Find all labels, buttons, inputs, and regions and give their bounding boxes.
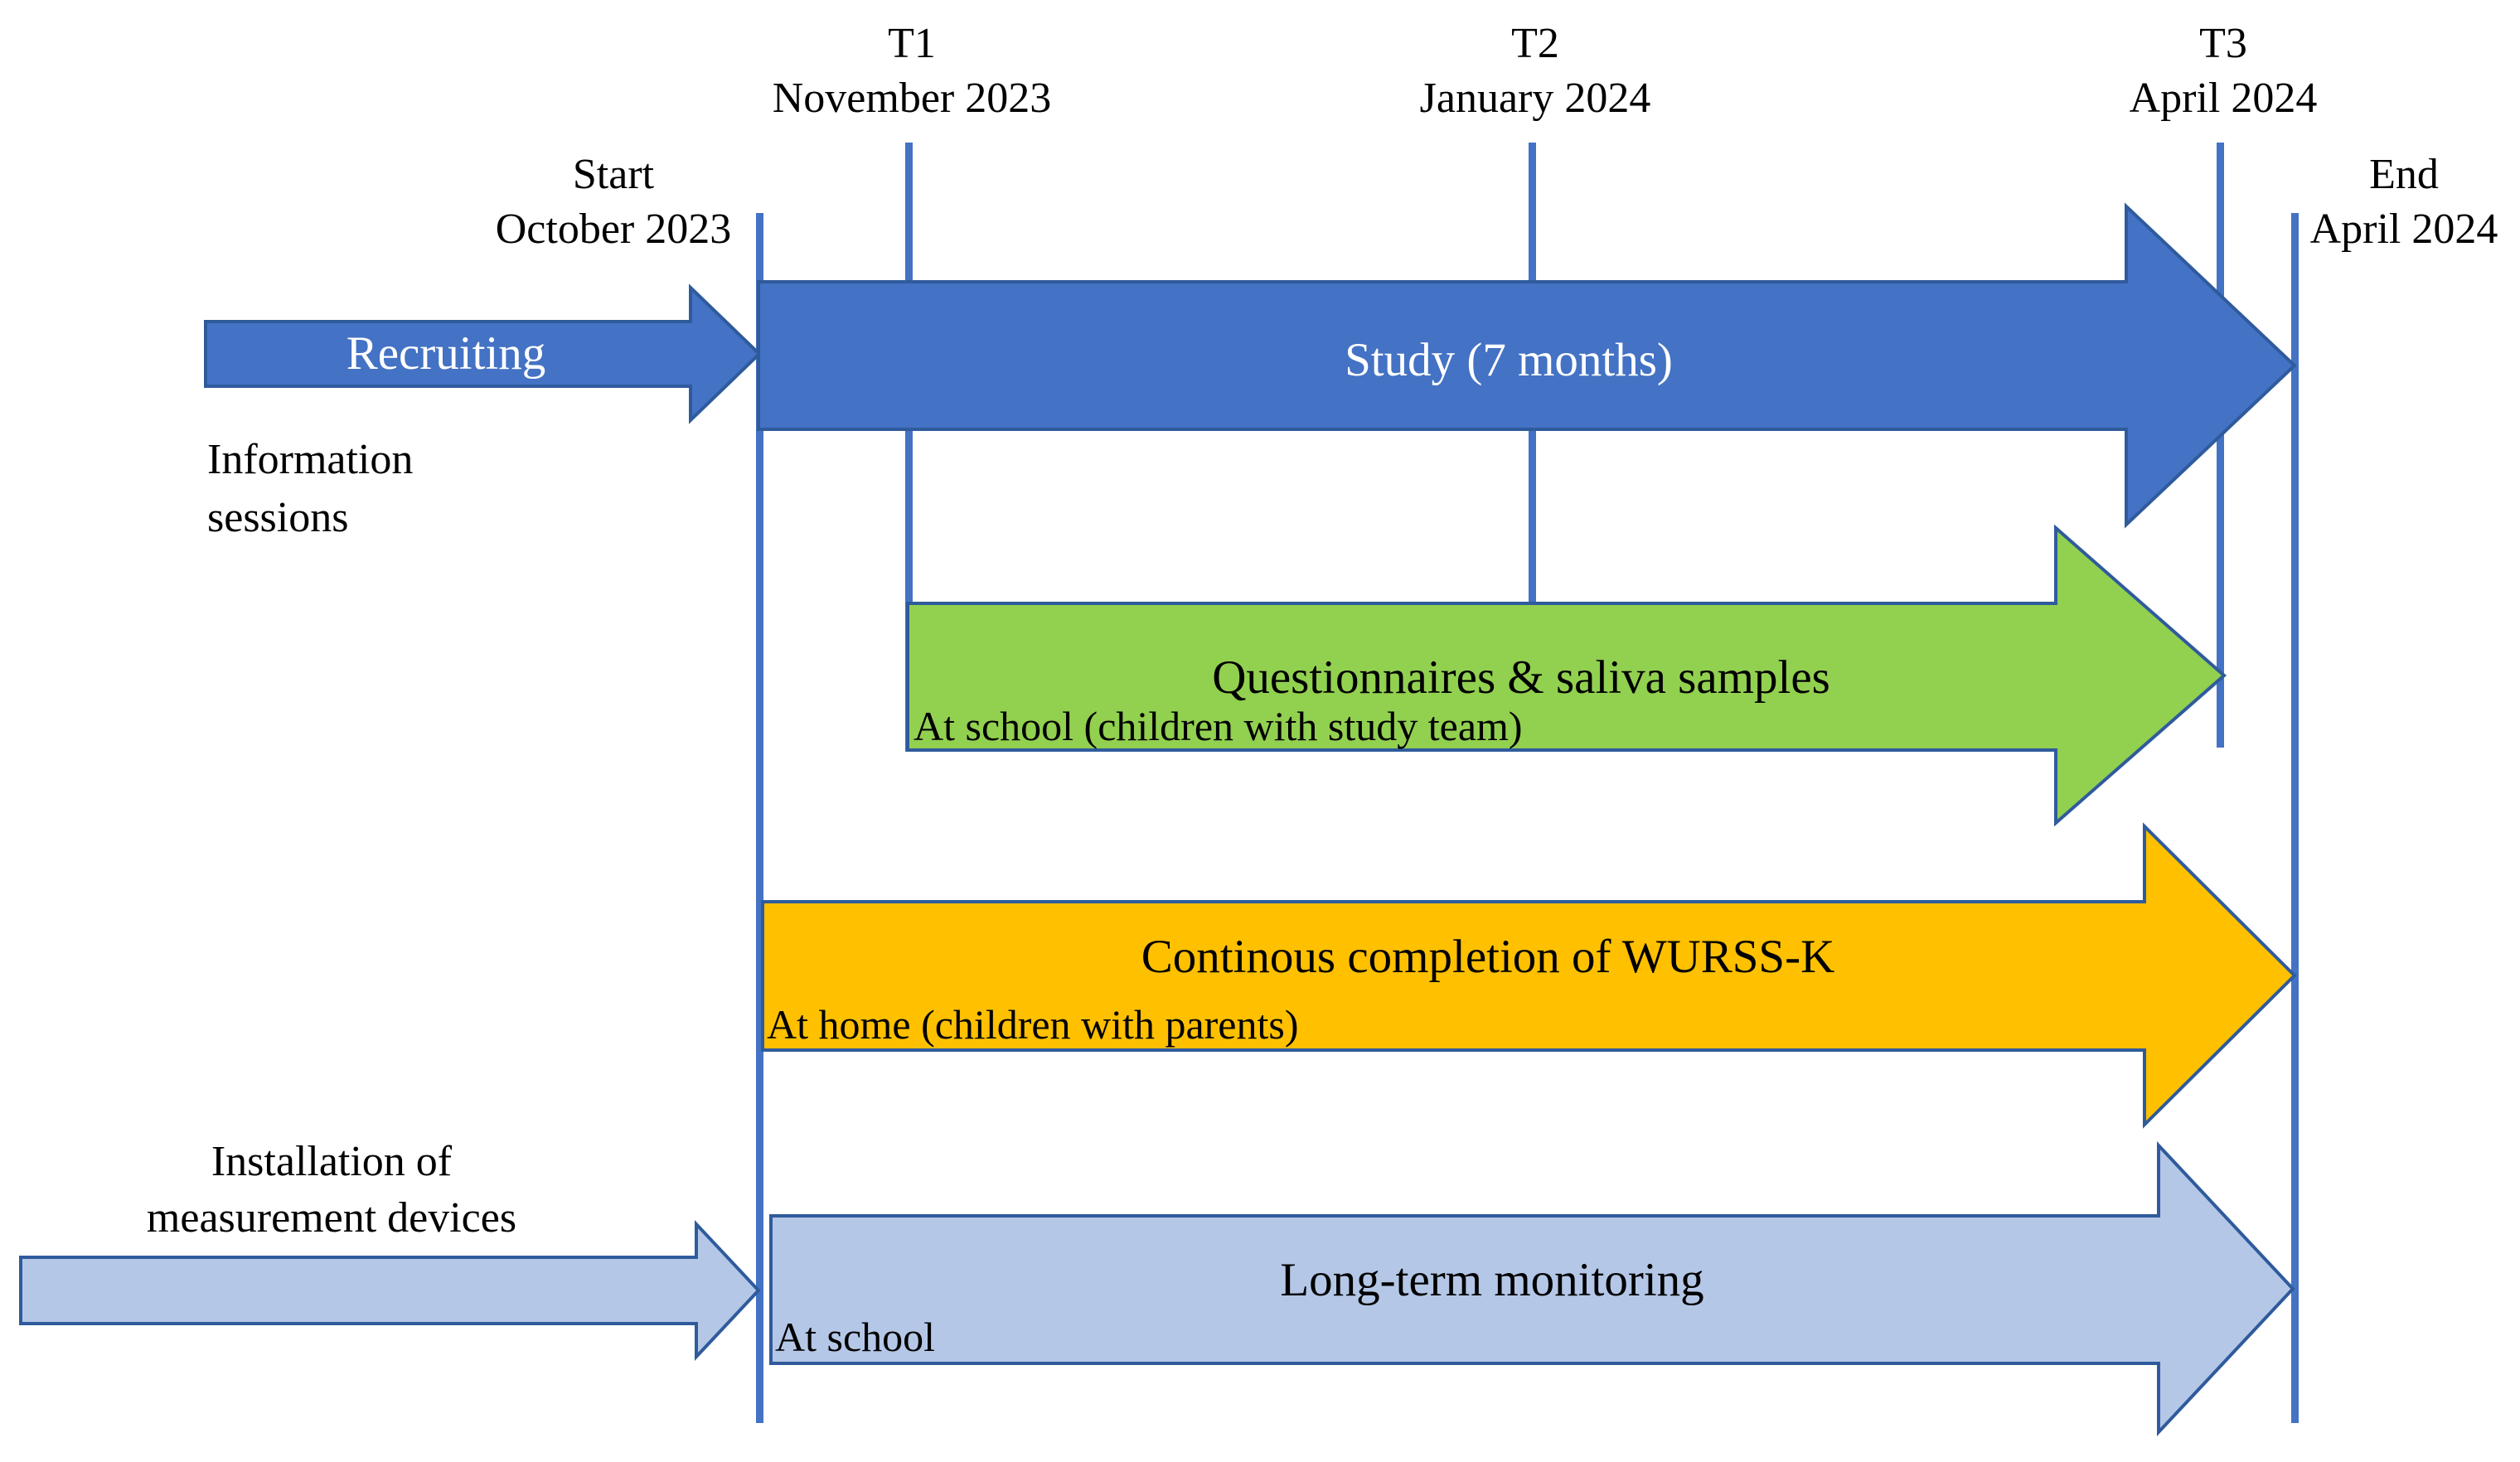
monitoring-arrow-label: Long-term monitoring bbox=[1280, 1254, 1704, 1306]
start-marker-label: Start October 2023 bbox=[406, 148, 821, 257]
start-timeline-line bbox=[756, 213, 763, 1423]
installation-arrow-shape bbox=[19, 1219, 761, 1362]
recruiting-arrow-shape bbox=[204, 283, 762, 424]
end-timeline-line bbox=[2291, 213, 2299, 1423]
t1-date: November 2023 bbox=[772, 75, 1052, 122]
t1-name: T1 bbox=[888, 20, 936, 67]
end-marker-label: End April 2024 bbox=[2255, 148, 2520, 257]
information-sessions-label: Information sessions bbox=[207, 431, 413, 547]
information-sessions-line2: sessions bbox=[207, 494, 349, 541]
start-date: October 2023 bbox=[495, 206, 732, 253]
monitoring-arrow-shape bbox=[769, 1140, 2295, 1437]
end-name: End bbox=[2369, 151, 2439, 198]
wurss-arrow-label: Continous completion of WURSS-K bbox=[1141, 931, 1835, 983]
monitoring-arrow bbox=[769, 1140, 2295, 1437]
start-name: Start bbox=[572, 151, 655, 198]
installation-devices-line2: measurement devices bbox=[146, 1194, 517, 1242]
t3-timeline-line bbox=[2217, 143, 2224, 748]
t2-date: January 2024 bbox=[1419, 75, 1651, 122]
wurss-arrow-shape bbox=[761, 822, 2297, 1129]
t3-date: April 2024 bbox=[2129, 75, 2318, 122]
installation-devices-label: Installation of measurement devices bbox=[50, 1134, 613, 1247]
recruiting-arrow bbox=[204, 283, 762, 424]
t1-timeline-line bbox=[905, 143, 913, 752]
wurss-arrow-sublabel: At home (children with parents) bbox=[767, 1001, 1299, 1048]
questionnaires-arrow bbox=[906, 524, 2227, 827]
study-arrow bbox=[757, 202, 2297, 529]
wurss-arrow bbox=[761, 822, 2297, 1129]
questionnaires-arrow-sublabel: At school (children with study team) bbox=[914, 703, 1523, 749]
study-arrow-label: Study (7 months) bbox=[1345, 334, 1673, 386]
installation-arrow bbox=[19, 1219, 761, 1362]
study-arrow-shape bbox=[757, 202, 2297, 529]
information-sessions-line1: Information bbox=[207, 436, 414, 483]
t2-marker-label: T2 January 2024 bbox=[1328, 17, 1742, 126]
end-date: April 2024 bbox=[2309, 206, 2498, 253]
recruiting-arrow-label: Recruiting bbox=[346, 327, 546, 380]
t3-marker-label: T3 April 2024 bbox=[2016, 17, 2430, 126]
t3-name: T3 bbox=[2199, 20, 2247, 67]
questionnaires-arrow-label: Questionnaires & saliva samples bbox=[1212, 651, 1830, 704]
t2-name: T2 bbox=[1511, 20, 1559, 67]
monitoring-arrow-sublabel: At school bbox=[775, 1314, 936, 1360]
t1-marker-label: T1 November 2023 bbox=[705, 17, 1119, 126]
questionnaires-arrow-shape bbox=[906, 524, 2227, 827]
installation-devices-line1: Installation of bbox=[211, 1138, 453, 1185]
